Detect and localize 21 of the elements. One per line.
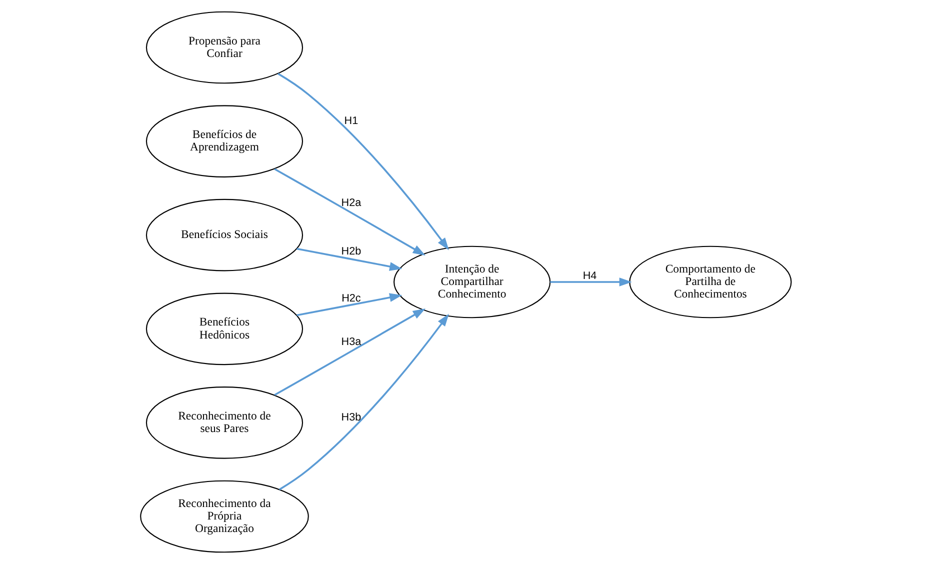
node-ellipse: Benefícios de Aprendizagem: [146, 105, 304, 178]
arrow: [274, 308, 426, 396]
edge-label: H2a: [341, 196, 362, 209]
edge-label: H1: [344, 114, 358, 127]
arrow: [296, 293, 402, 316]
arrow: [296, 248, 402, 271]
node-ellipse: Benefícios Hedônicos: [146, 292, 304, 366]
arrow: [274, 168, 426, 256]
edge-label: H3b: [341, 412, 362, 424]
node-ellipse: Reconhecimento da Própria Organização: [140, 480, 309, 553]
arrow: [278, 314, 449, 490]
node-ellipse: Benefícios Sociais: [146, 198, 304, 272]
arrow: [278, 72, 449, 250]
edge-label: H4: [582, 270, 597, 282]
arrow: [550, 278, 632, 286]
edge-label: H3a: [341, 336, 362, 348]
node-ellipse: Comportamento de Partilha de Conhecimentos: [629, 246, 792, 318]
node-ellipse: Propensão para Confiar: [146, 11, 304, 84]
node-ellipse: Reconhecimento de seus Pares: [146, 386, 304, 459]
edge-label: H2b: [341, 246, 362, 258]
edge-label: H2c: [342, 292, 361, 304]
